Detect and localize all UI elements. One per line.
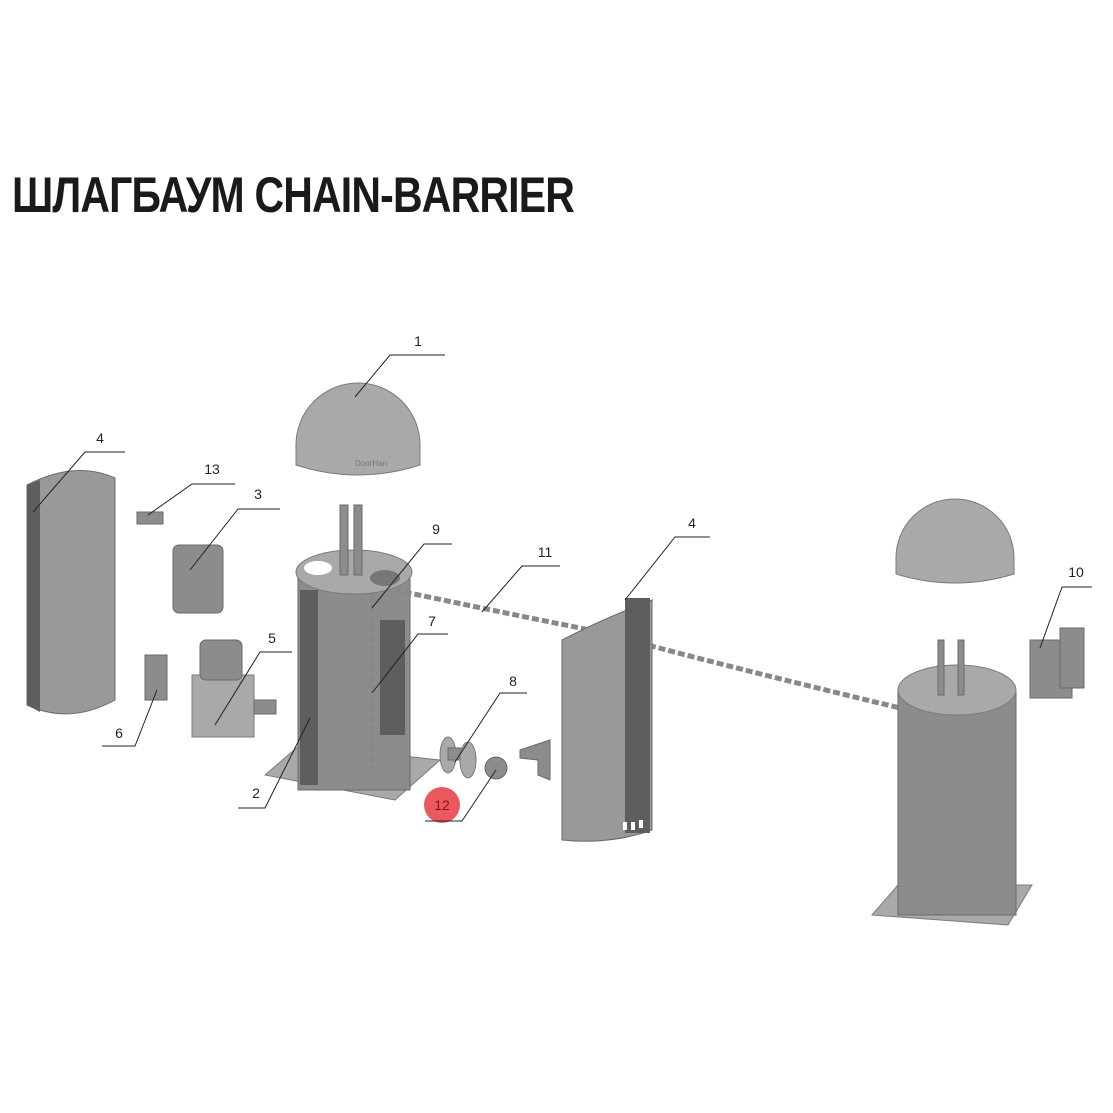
callout-7: 7	[371, 613, 448, 694]
callout-13: 13	[147, 461, 235, 516]
bracket	[519, 739, 551, 781]
svg-text:3: 3	[254, 486, 262, 502]
callout-4-middle: 4	[624, 515, 710, 601]
cover-shell-left	[26, 469, 116, 715]
dome-brand-label: DoorHan	[355, 459, 387, 468]
callout-1: 1	[354, 333, 445, 398]
dome-cap-right	[895, 498, 1015, 584]
svg-text:11: 11	[538, 544, 553, 560]
sprocket-part-12	[484, 756, 508, 780]
chain-holder-part-10	[1029, 627, 1085, 699]
svg-text:5: 5	[268, 630, 276, 646]
page-title: ШЛАГБАУМ CHAIN-BARRIER	[12, 167, 575, 223]
cover-shell-middle	[561, 598, 653, 842]
svg-text:13: 13	[204, 461, 220, 477]
dome-cap-part-1: DoorHan	[295, 382, 421, 476]
svg-text:10: 10	[1068, 564, 1084, 580]
callout-5: 5	[214, 630, 292, 726]
callout-6: 6	[102, 689, 158, 747]
svg-text:9: 9	[432, 521, 440, 537]
callout-9: 9	[371, 521, 452, 609]
callout-8: 8	[454, 673, 527, 763]
svg-text:4: 4	[96, 430, 104, 446]
callout-11: 11	[481, 544, 560, 613]
svg-text:8: 8	[509, 673, 517, 689]
gear-motor-part-5	[191, 639, 277, 738]
callout-10: 10	[1039, 564, 1092, 649]
svg-text:2: 2	[252, 785, 260, 801]
svg-text:4: 4	[688, 515, 696, 531]
right-post	[870, 639, 1033, 926]
svg-text:1: 1	[414, 333, 422, 349]
svg-text:7: 7	[428, 613, 436, 629]
callout-4-left: 4	[32, 430, 125, 513]
callout-12-highlighted[interactable]: 12	[424, 769, 497, 823]
callout-2: 2	[238, 717, 311, 809]
main-post-part-2	[263, 504, 442, 801]
control-box-part-3	[172, 544, 224, 614]
svg-text:6: 6	[115, 725, 123, 741]
switch-part-6	[144, 654, 168, 701]
svg-text:12: 12	[434, 797, 450, 813]
callout-3: 3	[189, 486, 280, 571]
lock-part-13	[136, 511, 164, 525]
